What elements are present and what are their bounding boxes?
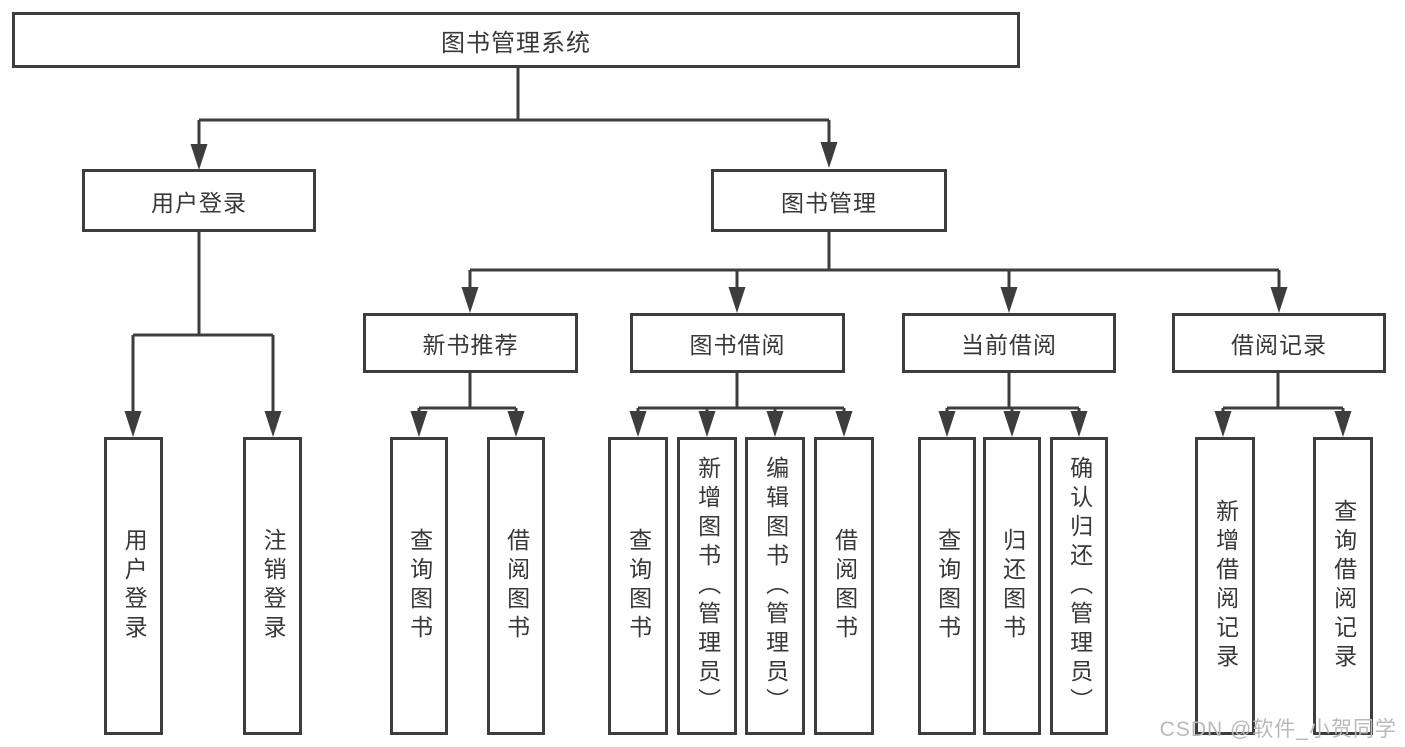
leaf-label: 新增图书（管理员）: [694, 455, 721, 717]
leaf-add-borrow-record: 新增借阅记录: [1195, 437, 1255, 735]
arrowhead: [835, 411, 853, 437]
node-label: 图书借阅: [689, 332, 786, 358]
leaf-query-borrow-record: 查询借阅记录: [1313, 437, 1373, 735]
node-new-book-recommendation: 新书推荐: [363, 313, 578, 373]
node-label: 借阅记录: [1231, 332, 1327, 358]
leaf-edit-book-admin: 编辑图书（管理员）: [745, 437, 805, 735]
node-label: 图书管理系统: [441, 29, 591, 57]
arrowhead: [1334, 411, 1352, 437]
node-current-borrowing: 当前借阅: [902, 313, 1116, 373]
node-label: 用户登录: [151, 189, 247, 216]
node-label: 新书推荐: [422, 332, 519, 358]
leaf-label: 查询图书: [406, 528, 433, 644]
arrowhead: [1070, 411, 1088, 437]
leaf-label: 借阅图书: [831, 528, 858, 644]
node-label: 当前借阅: [961, 332, 1057, 358]
leaf-label: 编辑图书（管理员）: [762, 455, 789, 717]
leaf-query-books-borrowing: 查询图书: [608, 437, 668, 735]
leaf-borrow-books-borrowing: 借阅图书: [814, 437, 874, 735]
leaf-query-books-current: 查询图书: [918, 437, 976, 735]
arrowhead: [264, 411, 282, 437]
leaf-confirm-return-admin: 确认归还（管理员）: [1050, 437, 1108, 735]
arrowhead: [1214, 411, 1232, 437]
arrowhead: [820, 142, 838, 168]
node-label: 图书管理: [781, 189, 877, 216]
arrowhead: [1000, 287, 1018, 313]
leaf-return-books: 归还图书: [983, 437, 1041, 735]
leaf-label: 新增借阅记录: [1212, 499, 1239, 673]
leaf-label: 确认归还（管理员）: [1066, 455, 1093, 717]
leaf-label: 归还图书: [999, 528, 1026, 644]
csdn-watermark: CSDN @软件_小贺同学: [1159, 718, 1397, 741]
leaf-label: 用户登录: [121, 528, 148, 644]
leaf-label: 查询借阅记录: [1330, 499, 1357, 673]
leaf-user-login: 用户登录: [104, 437, 163, 735]
leaf-add-book-admin: 新增图书（管理员）: [677, 437, 737, 735]
arrowhead: [698, 411, 716, 437]
arrowhead: [728, 287, 746, 313]
arrowhead: [938, 411, 956, 437]
arrowhead: [1270, 287, 1288, 313]
arrowhead: [190, 144, 208, 170]
leaf-label: 注销登录: [260, 528, 287, 644]
node-library-management-system: 图书管理系统: [12, 12, 1020, 68]
arrowhead: [410, 411, 428, 437]
arrowhead: [124, 411, 142, 437]
leaf-borrow-books-recommend: 借阅图书: [487, 437, 545, 735]
node-book-management: 图书管理: [711, 169, 947, 232]
arrowhead: [461, 287, 479, 313]
arrowhead: [766, 411, 784, 437]
arrowhead: [629, 411, 647, 437]
node-user-login: 用户登录: [82, 169, 316, 232]
arrowhead: [507, 411, 525, 437]
node-borrowing-records: 借阅记录: [1172, 313, 1386, 373]
leaf-query-books-recommend: 查询图书: [390, 437, 448, 735]
arrowhead: [1003, 411, 1021, 437]
leaf-label: 查询图书: [934, 528, 961, 644]
node-book-borrowing: 图书借阅: [630, 313, 845, 373]
leaf-label: 借阅图书: [503, 528, 530, 644]
leaf-logout-login: 注销登录: [243, 437, 302, 735]
leaf-label: 查询图书: [625, 528, 652, 644]
